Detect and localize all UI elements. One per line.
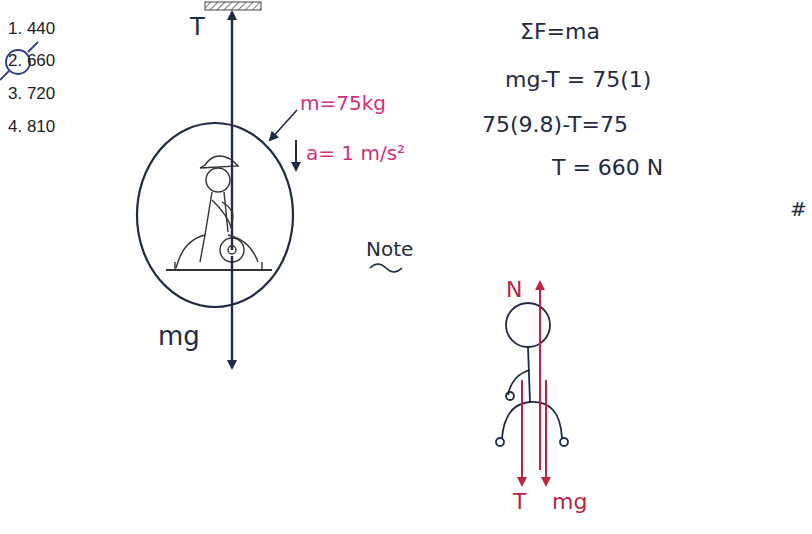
force-label: mg — [158, 322, 200, 351]
force-label: N — [506, 278, 522, 302]
equation: ΣF=ma — [520, 20, 600, 44]
tension-arrow — [521, 380, 523, 485]
leader-line — [270, 110, 297, 140]
option-text: 1. 440 — [8, 20, 55, 39]
option-text: 3. 720 — [8, 85, 55, 104]
option-text: 2. 660 — [8, 52, 55, 71]
acceleration-label: a= 1 m/s² — [306, 142, 405, 164]
end-mark: # — [790, 198, 807, 220]
weight-arrow — [545, 380, 547, 485]
system-outline — [137, 123, 293, 307]
normal-arrow — [539, 282, 541, 470]
equation: T = 660 N — [552, 156, 663, 180]
weight-arrow — [231, 256, 233, 368]
person-sketch — [166, 156, 272, 270]
note-label: Note — [366, 238, 413, 260]
equation: 75(9.8)-T=75 — [482, 113, 628, 137]
ceiling — [205, 2, 261, 10]
force-label: T — [190, 14, 205, 40]
force-label: T — [513, 490, 526, 514]
acceleration-arrow — [295, 140, 297, 170]
free-body-figure — [496, 303, 568, 446]
underline — [370, 264, 402, 272]
equation: mg-T = 75(1) — [505, 68, 651, 92]
mass-label: m=75kg — [300, 92, 386, 114]
option-text: 4. 810 — [8, 118, 55, 137]
force-label: mg — [552, 490, 587, 514]
